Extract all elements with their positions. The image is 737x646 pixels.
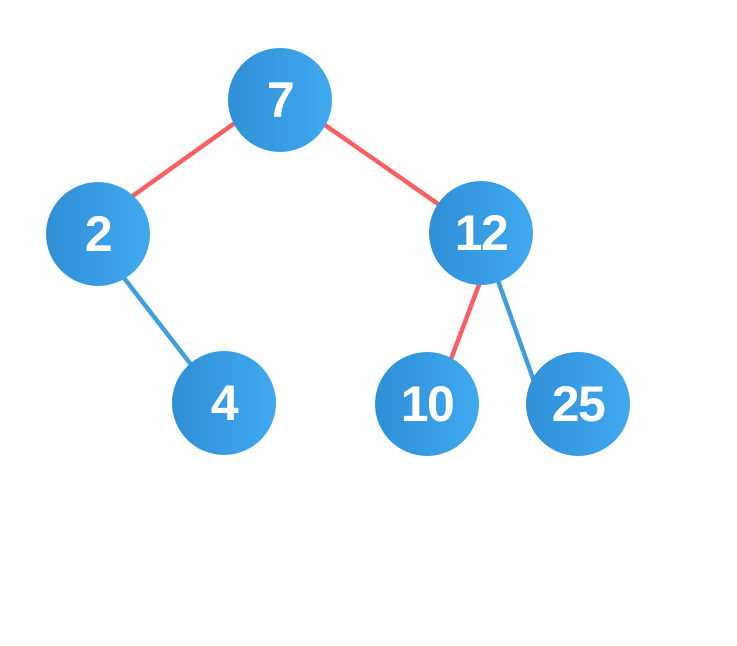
tree-edge-2-4 xyxy=(108,258,205,382)
tree-node-12: 12 xyxy=(429,181,533,285)
node-label: 12 xyxy=(454,205,509,261)
tree-node-10: 10 xyxy=(375,352,479,456)
node-label: 10 xyxy=(400,376,455,432)
node-label: 7 xyxy=(266,72,295,128)
node-label: 2 xyxy=(84,206,113,262)
node-label: 25 xyxy=(551,376,606,432)
tree-node-2: 2 xyxy=(46,182,150,286)
node-label: 4 xyxy=(210,375,239,431)
tree-node-7: 7 xyxy=(228,48,332,152)
tree-node-25: 25 xyxy=(526,352,630,456)
tree-node-4: 4 xyxy=(172,351,276,455)
